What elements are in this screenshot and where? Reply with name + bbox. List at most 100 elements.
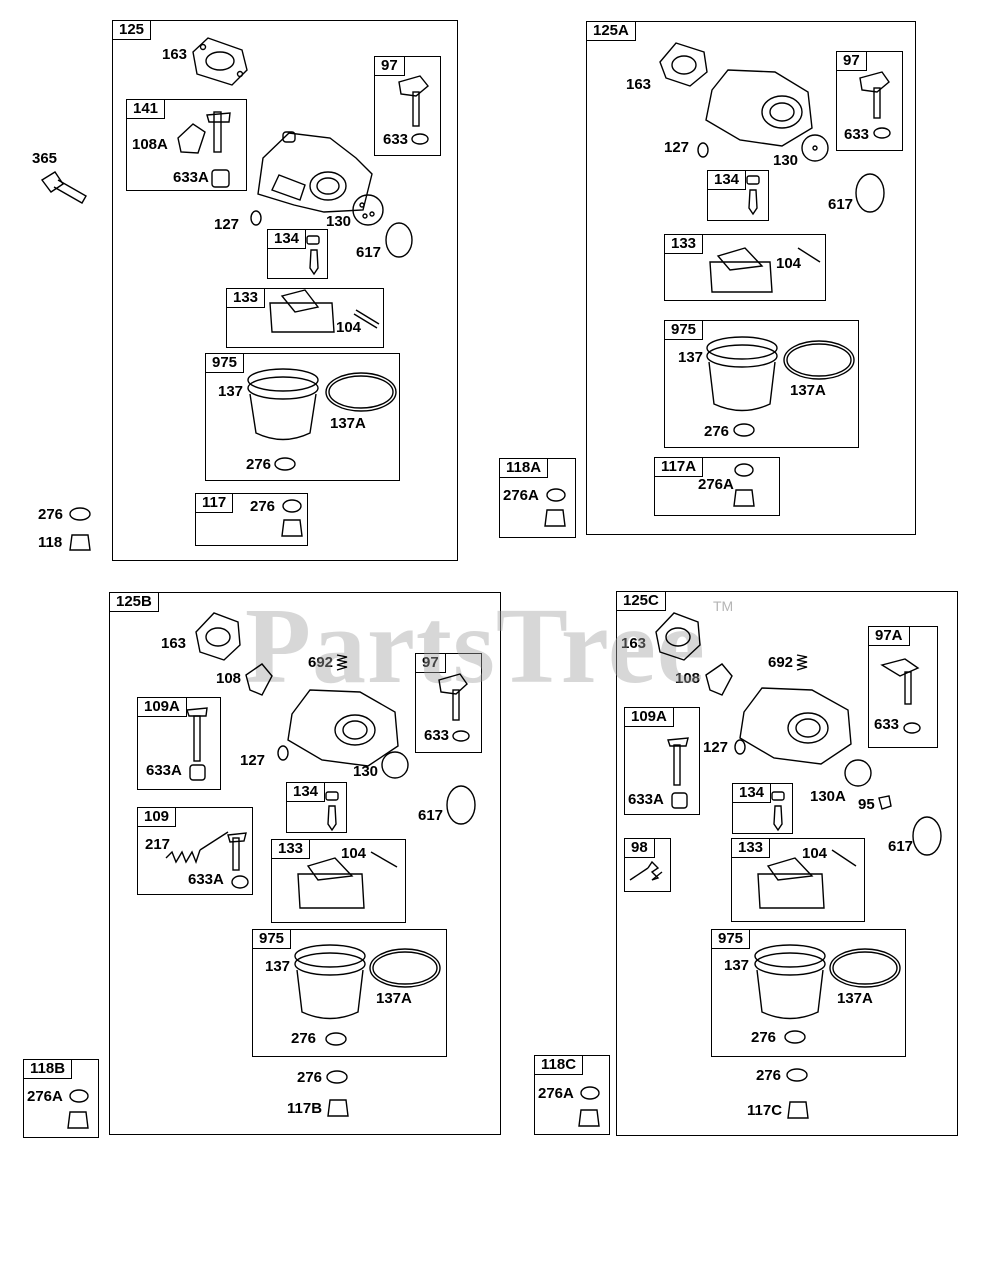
part-callout[interactable]: 163: [161, 635, 187, 652]
part-callout[interactable]: 276A: [503, 487, 539, 504]
part-callout[interactable]: 276: [38, 506, 64, 523]
group-tag[interactable]: 109A: [624, 707, 674, 727]
part-callout[interactable]: 117C: [747, 1102, 783, 1119]
part-callout[interactable]: 276: [291, 1030, 317, 1047]
part-callout[interactable]: 633: [424, 727, 450, 744]
part-callout[interactable]: 130: [353, 763, 379, 780]
part-callout[interactable]: 117B: [287, 1100, 323, 1117]
bolt-icon: [578, 1086, 600, 1127]
group-tag[interactable]: 97: [836, 51, 867, 71]
group-tag[interactable]: 975: [252, 929, 292, 949]
part-callout[interactable]: 104: [336, 319, 362, 336]
part-callout[interactable]: 276A: [698, 476, 734, 493]
group-tag[interactable]: 125: [112, 20, 152, 40]
group-tag[interactable]: 117: [195, 493, 234, 513]
group-tag[interactable]: 125B: [109, 592, 159, 612]
group-tag[interactable]: 134: [267, 229, 307, 249]
part-callout[interactable]: 137A: [330, 415, 366, 432]
part-callout[interactable]: 163: [626, 76, 652, 93]
part-callout[interactable]: 137: [218, 383, 244, 400]
part-callout[interactable]: 276A: [27, 1088, 63, 1105]
washer-276-icon: [69, 507, 91, 521]
part-callout[interactable]: 130: [773, 152, 799, 169]
part-callout[interactable]: 108A: [132, 136, 168, 153]
part-callout[interactable]: 276: [246, 456, 272, 473]
part-callout[interactable]: 127: [214, 216, 240, 233]
part-callout[interactable]: 95: [858, 796, 875, 813]
part-callout[interactable]: 276: [250, 498, 276, 515]
part-callout[interactable]: 127: [664, 139, 690, 156]
group-tag[interactable]: 133: [226, 288, 266, 308]
part-callout[interactable]: 130A: [810, 788, 846, 805]
part-callout[interactable]: 130: [326, 213, 352, 230]
group-tag[interactable]: 134: [707, 170, 747, 190]
group-tag[interactable]: 134: [732, 783, 772, 803]
group-tag[interactable]: 133: [271, 839, 311, 859]
part-callout[interactable]: 633A: [188, 871, 224, 888]
group-tag[interactable]: 975: [664, 320, 704, 340]
group-tag[interactable]: 134: [286, 782, 326, 802]
part-callout[interactable]: 633: [874, 716, 900, 733]
needle-valve-icon: [325, 791, 339, 832]
group-tag[interactable]: 97: [374, 56, 405, 76]
carburetor-body-icon: [257, 131, 373, 213]
group-97a-frame: 97A: [868, 626, 938, 748]
part-callout[interactable]: 276: [756, 1067, 782, 1084]
part-callout[interactable]: 104: [776, 255, 802, 272]
part-callout[interactable]: 137A: [837, 990, 873, 1007]
group-134-frame: 134: [732, 783, 793, 834]
part-callout[interactable]: 633A: [628, 791, 664, 808]
part-callout[interactable]: 104: [341, 845, 367, 862]
group-tag[interactable]: 118A: [499, 458, 549, 478]
part-callout[interactable]: 217: [145, 836, 171, 853]
part-callout[interactable]: 617: [418, 807, 444, 824]
part-callout[interactable]: 108: [675, 670, 701, 687]
part-callout[interactable]: 163: [162, 46, 188, 63]
part-callout[interactable]: 276: [297, 1069, 323, 1086]
group-tag[interactable]: 975: [205, 353, 245, 373]
group-tag[interactable]: 97: [415, 653, 446, 673]
part-callout[interactable]: 633A: [173, 169, 209, 186]
part-callout[interactable]: 633: [383, 131, 409, 148]
part-callout[interactable]: 276: [704, 423, 730, 440]
group-tag[interactable]: 975: [711, 929, 751, 949]
part-callout[interactable]: 118: [38, 534, 63, 551]
part-callout[interactable]: 365: [32, 150, 58, 167]
group-125-frame: 125: [112, 20, 458, 561]
part-callout[interactable]: 104: [802, 845, 828, 862]
part-callout[interactable]: 617: [828, 196, 854, 213]
part-callout[interactable]: 633: [844, 126, 870, 143]
part-callout[interactable]: 127: [240, 752, 266, 769]
part-callout[interactable]: 692: [768, 654, 794, 671]
part-callout[interactable]: 617: [888, 838, 914, 855]
group-tag[interactable]: 109: [137, 807, 177, 827]
part-callout[interactable]: 137: [724, 957, 750, 974]
group-tag[interactable]: 141: [126, 99, 166, 119]
group-tag[interactable]: 109A: [137, 697, 187, 717]
group-134-frame: 134: [286, 782, 347, 833]
part-callout[interactable]: 137A: [790, 382, 826, 399]
seal-icon: [277, 745, 289, 761]
part-callout[interactable]: 276A: [538, 1085, 574, 1102]
group-tag[interactable]: 118C: [534, 1055, 584, 1075]
group-133-frame: 133: [271, 839, 406, 923]
group-tag[interactable]: 133: [664, 234, 704, 254]
part-callout[interactable]: 127: [703, 739, 729, 756]
part-callout[interactable]: 108: [216, 670, 242, 687]
part-callout[interactable]: 137: [265, 958, 291, 975]
part-callout[interactable]: 137: [678, 349, 704, 366]
group-tag[interactable]: 117A: [654, 457, 704, 477]
part-callout[interactable]: 617: [356, 244, 382, 261]
group-tag[interactable]: 97A: [868, 626, 910, 646]
part-callout[interactable]: 276: [751, 1029, 777, 1046]
part-callout[interactable]: 692: [308, 654, 334, 671]
part-callout[interactable]: 137A: [376, 990, 412, 1007]
part-callout[interactable]: 633A: [146, 762, 182, 779]
group-tag[interactable]: 125A: [586, 21, 636, 41]
group-tag[interactable]: 125C: [616, 591, 666, 611]
part-callout[interactable]: 163: [621, 635, 647, 652]
group-tag[interactable]: 98: [624, 838, 655, 858]
group-tag[interactable]: 118B: [23, 1059, 73, 1079]
group-tag[interactable]: 133: [731, 838, 771, 858]
gasket-icon: [192, 37, 248, 86]
